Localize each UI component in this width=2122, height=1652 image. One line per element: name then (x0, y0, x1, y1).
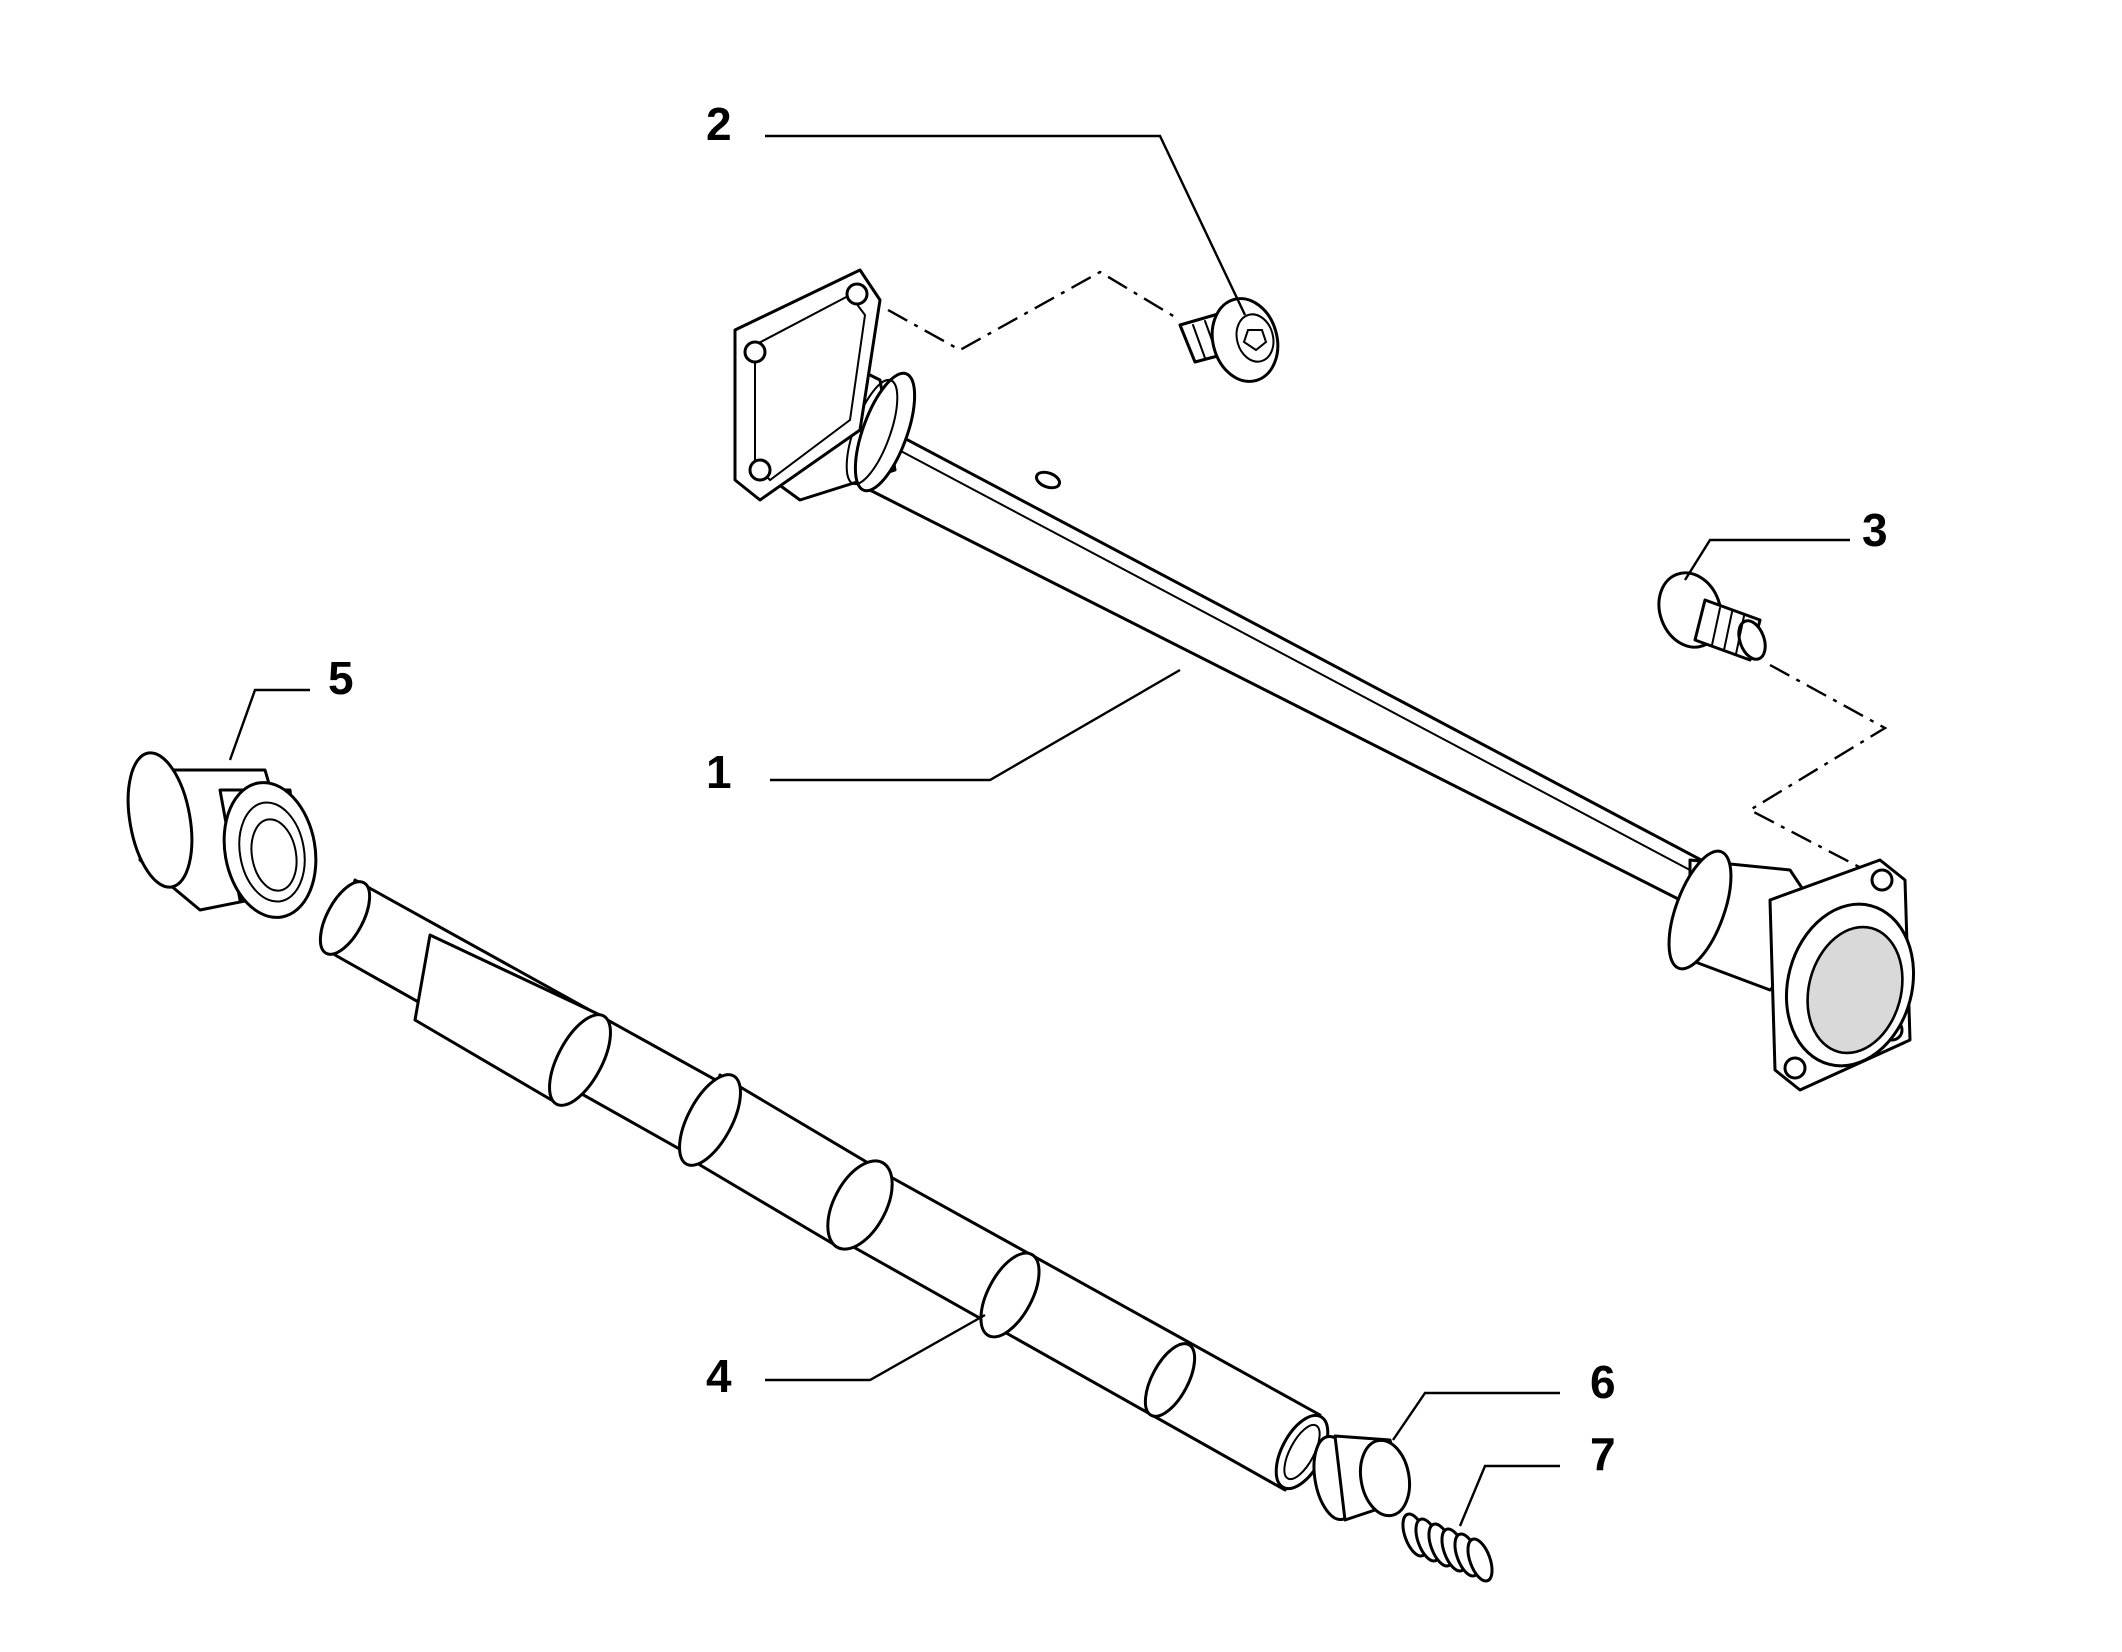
callout-3: 3 (1862, 504, 1888, 556)
leader-line-6 (1392, 1391, 1560, 1441)
leader-line-1 (770, 668, 1181, 782)
part-5-bushing (126, 751, 318, 919)
part-4-shaft (318, 878, 1330, 1492)
part-3-socket-head-bolt (1657, 571, 1767, 662)
leader-line-3 (1683, 538, 1850, 581)
part-6-plug (1312, 1434, 1412, 1522)
part-7-spring (1401, 1512, 1494, 1583)
leader-line-7 (1458, 1464, 1560, 1527)
part-2-socket-head-bolt (1178, 297, 1280, 383)
callout-4: 4 (706, 1350, 732, 1402)
leader-line-5 (228, 688, 310, 761)
callout-2: 2 (706, 98, 732, 150)
callout-5: 5 (328, 652, 354, 704)
callout-7: 7 (1590, 1428, 1616, 1480)
leader-line-4 (765, 1313, 986, 1382)
assembly-line-bolt-3 (1747, 663, 1888, 872)
leader-line-2 (765, 134, 1247, 316)
assembly-line-bolt-2 (887, 270, 1181, 352)
callout-1: 1 (706, 746, 732, 798)
callout-6: 6 (1590, 1356, 1616, 1408)
part-1-tube-housing (733, 268, 1916, 1092)
